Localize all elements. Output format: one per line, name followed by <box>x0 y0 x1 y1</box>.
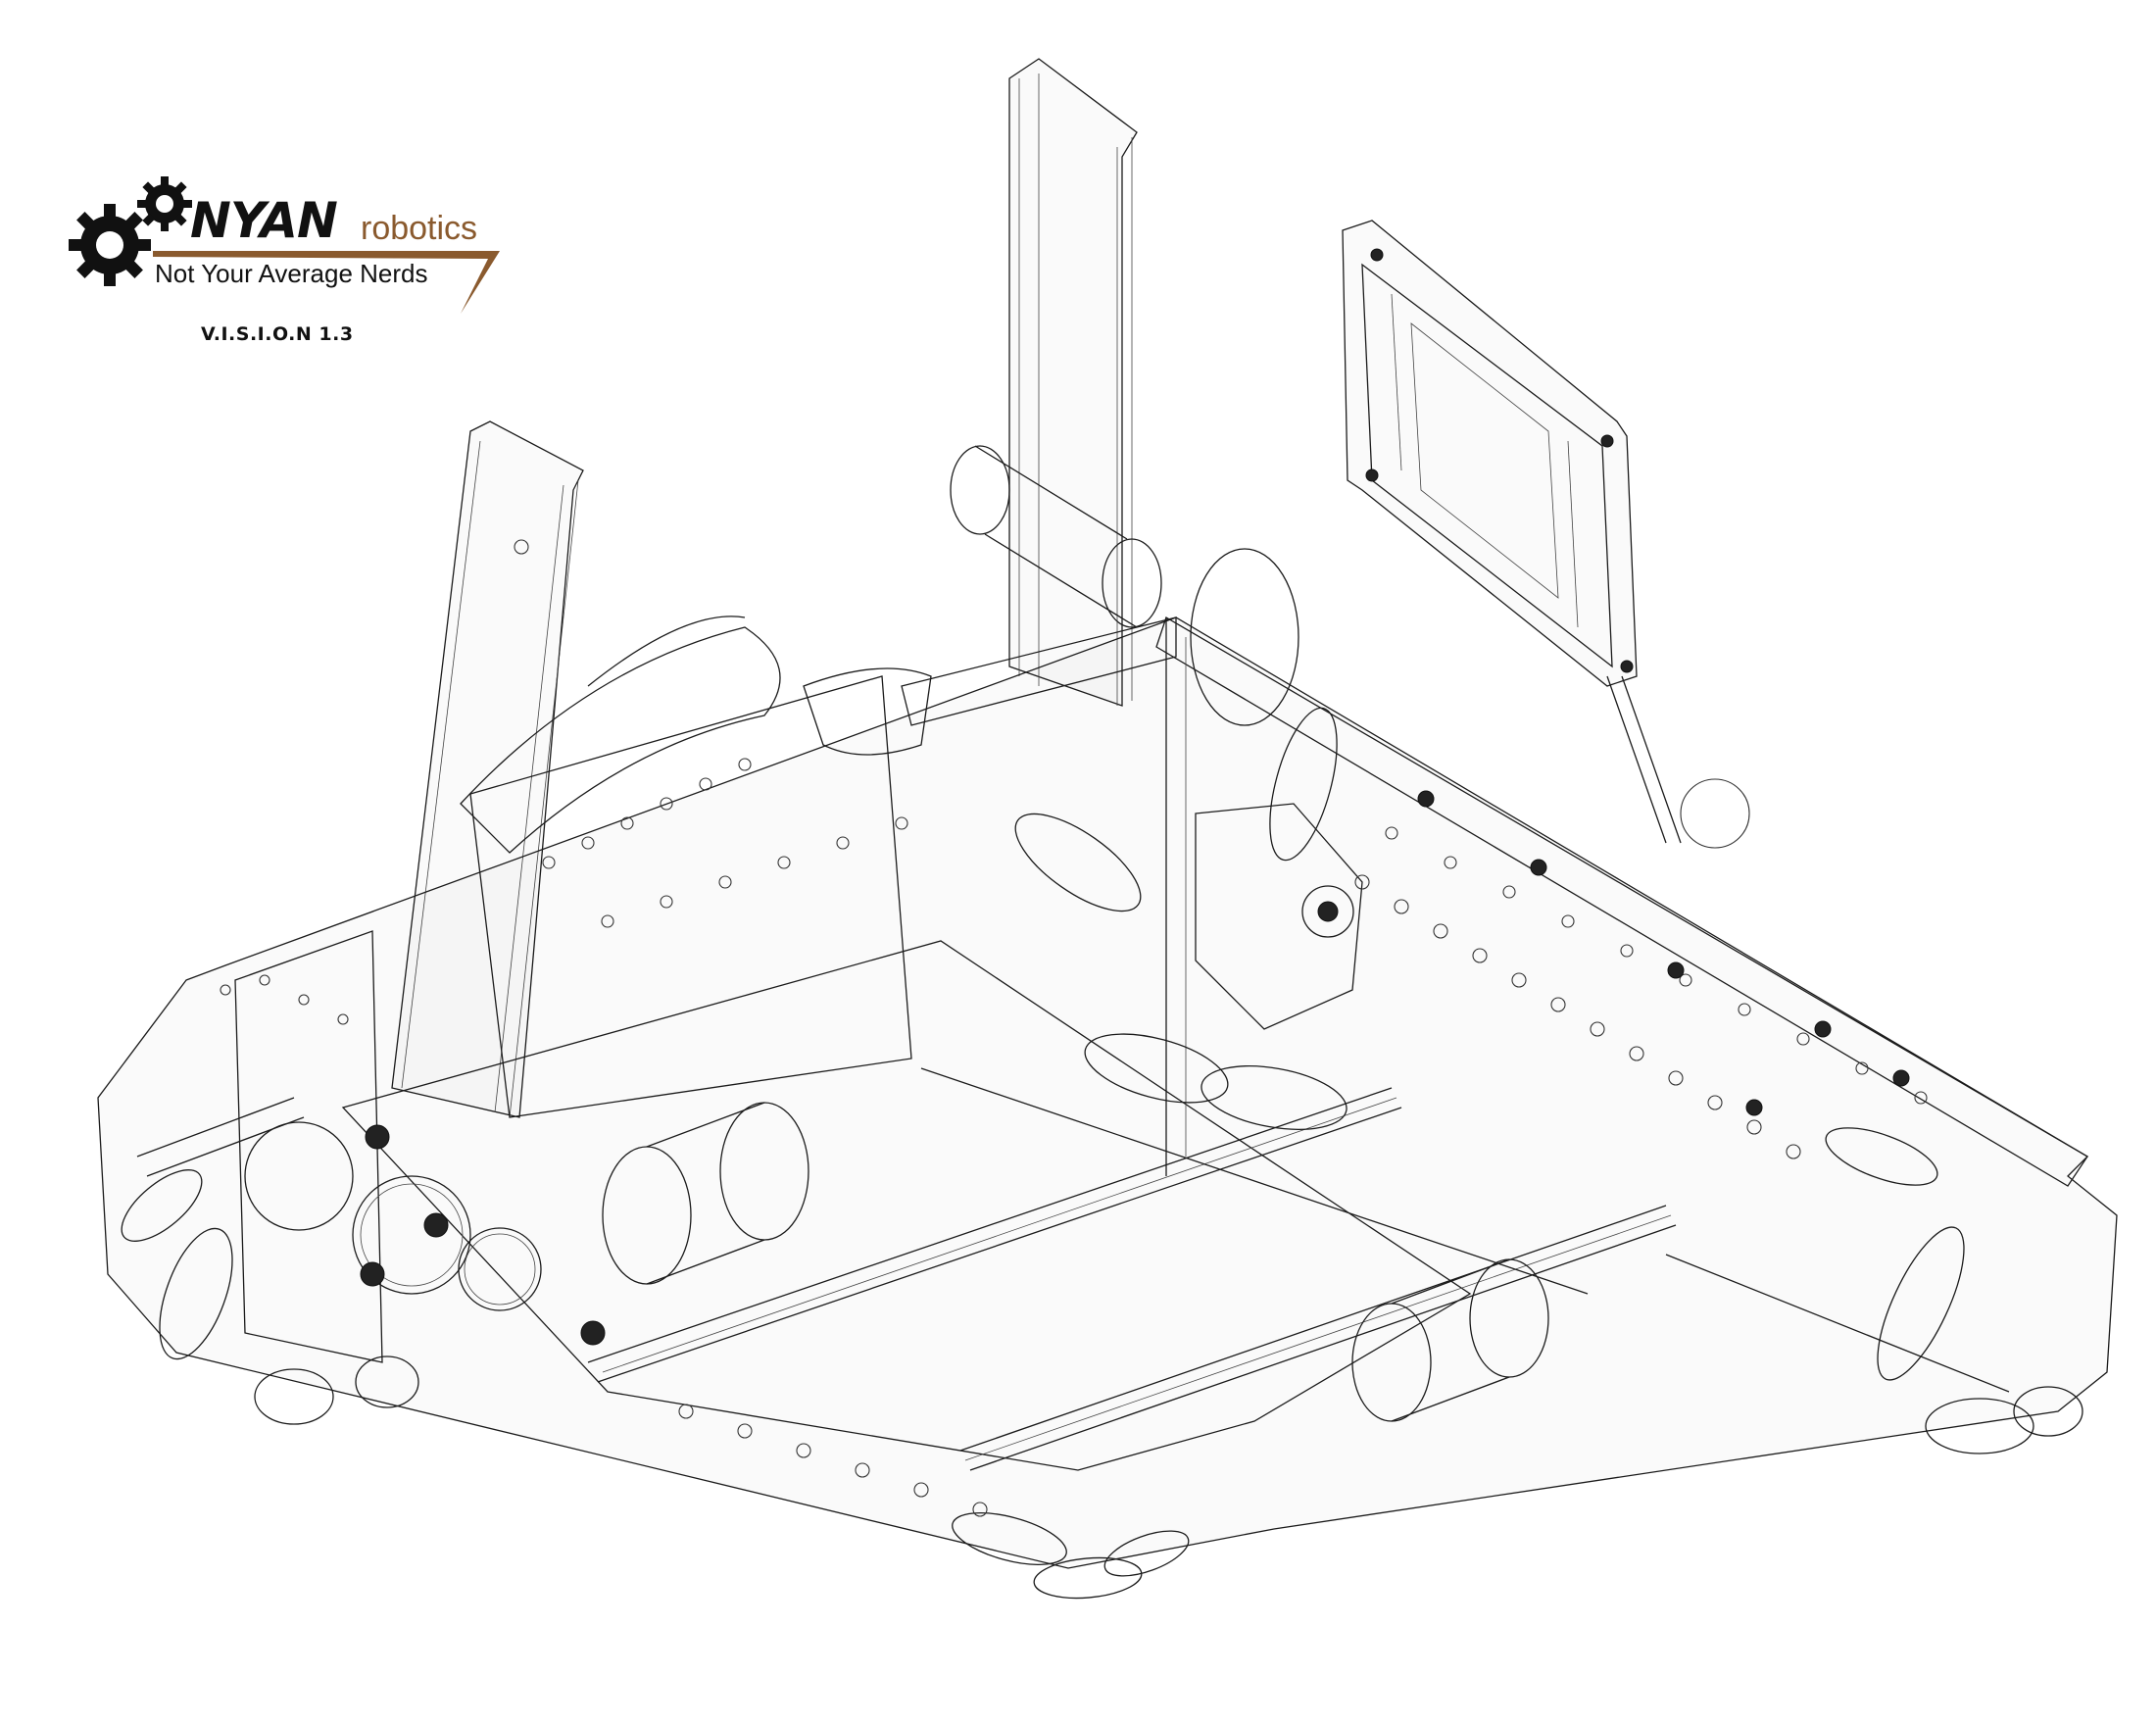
swoosh-icon <box>153 251 500 314</box>
vertical-channel-center <box>1008 58 1138 707</box>
motor-cylinders <box>602 1102 1549 1422</box>
phone-mount <box>1342 220 1750 849</box>
brand-sub: robotics <box>361 210 478 247</box>
large-gear-icon <box>69 204 151 286</box>
gearbox-left <box>244 1121 606 1346</box>
omni-wheel-left <box>121 1169 419 1425</box>
small-gear-icon <box>137 176 192 231</box>
omni-wheel-center <box>1014 707 1363 1130</box>
chassis-frame <box>97 616 2118 1569</box>
screw-holes <box>220 758 1928 1517</box>
version-label: V.I.S.I.O.N 1.3 <box>201 323 354 345</box>
omni-wheel-right <box>1825 1127 2083 1454</box>
sprocket-plates <box>460 616 932 854</box>
omni-wheel-bottom <box>952 1512 1190 1600</box>
gear-icon <box>69 176 192 286</box>
brand-logo: NYAN robotics Not Your Average Nerds <box>69 167 519 363</box>
chassis-rails <box>136 1067 2010 1471</box>
brand-name: NYAN <box>190 192 338 249</box>
vertical-channel-left <box>391 420 584 1118</box>
brand-tagline: Not Your Average Nerds <box>155 259 428 288</box>
intake-roller <box>950 445 1299 726</box>
